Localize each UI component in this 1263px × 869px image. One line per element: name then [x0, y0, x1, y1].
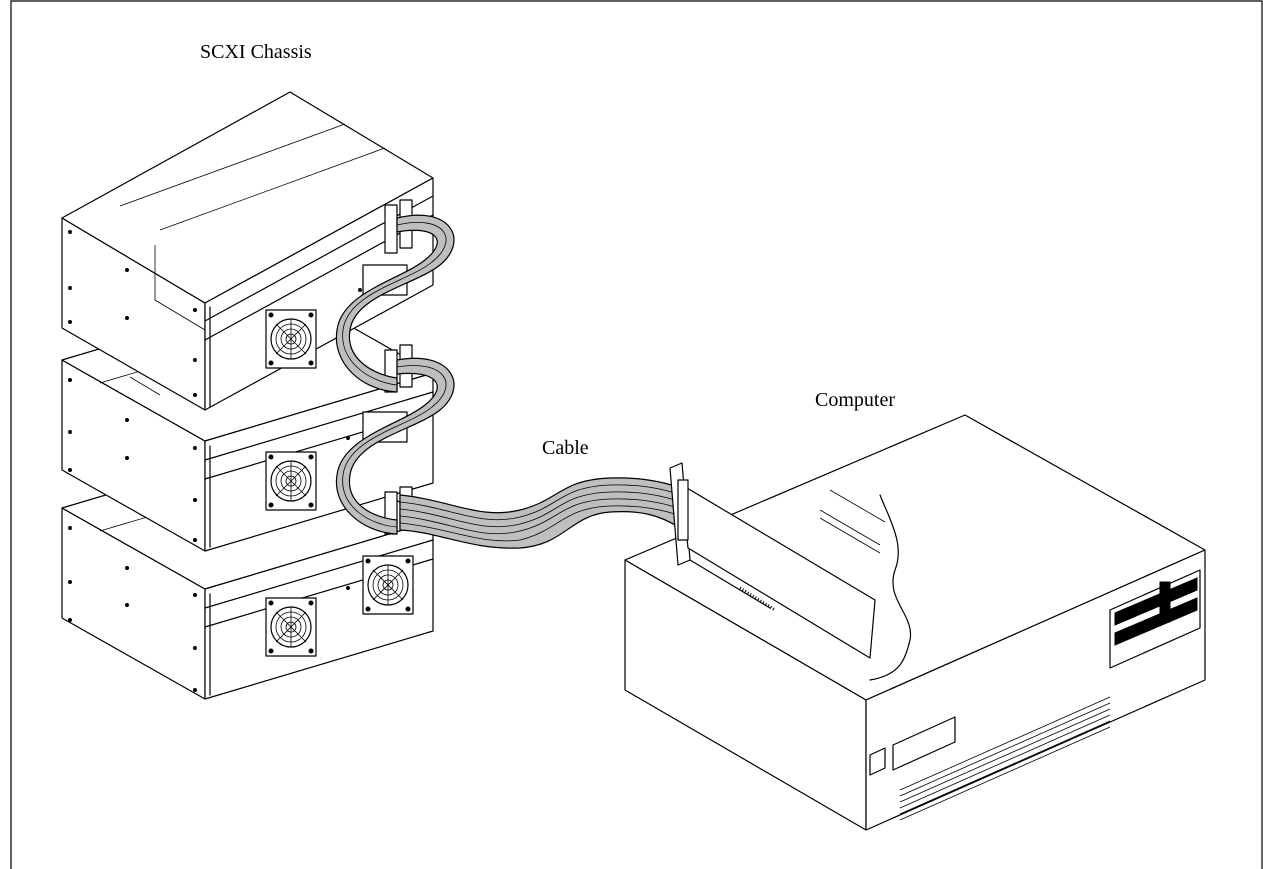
fan-icon	[265, 309, 317, 369]
figure-frame	[10, 0, 1263, 869]
cable-label: Cable	[542, 437, 589, 459]
computer-case	[624, 414, 1206, 831]
daisy-chain-cables	[335, 214, 455, 535]
fan-icon	[265, 451, 317, 511]
scxi-chassis-top	[61, 91, 434, 411]
fan-icon	[265, 597, 317, 657]
computer-label: Computer	[815, 389, 895, 411]
daq-board	[669, 462, 876, 659]
main-cable	[399, 477, 681, 549]
chassis-label: SCXI Chassis	[200, 41, 312, 63]
fan-icon	[362, 555, 414, 615]
